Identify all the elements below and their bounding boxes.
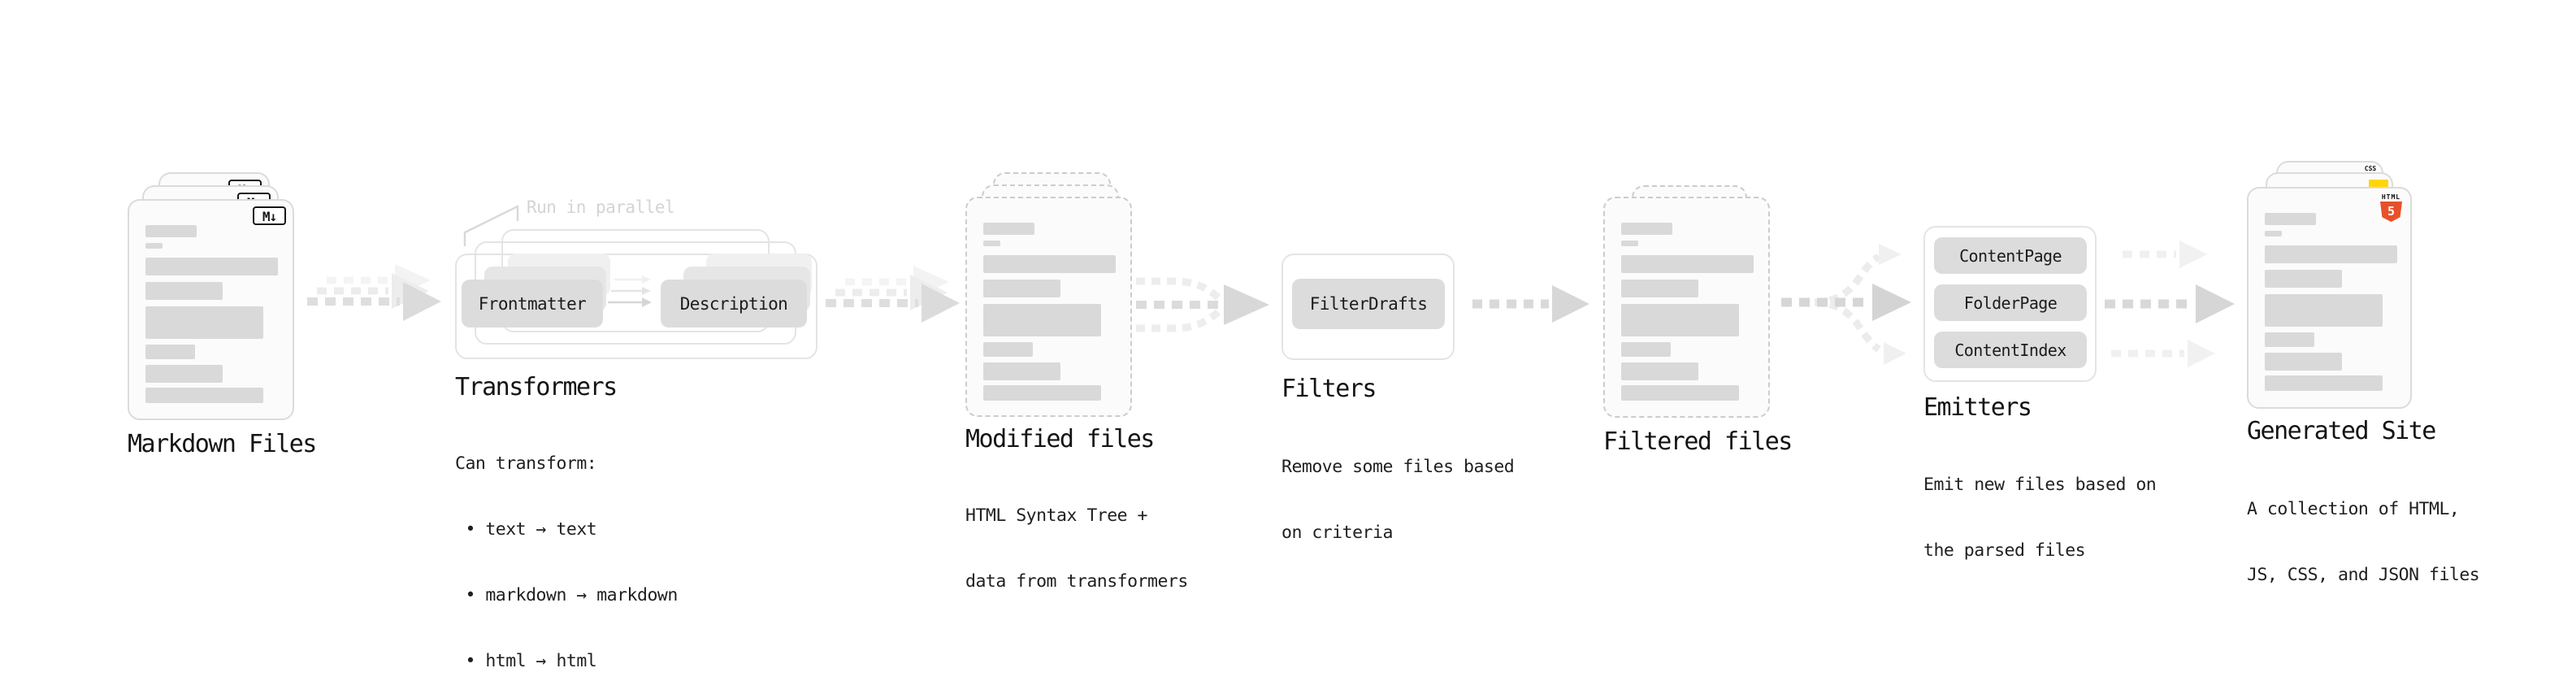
filtered-file-card-front	[1603, 197, 1770, 418]
frontmatter-plugin-chip: Frontmatter	[462, 280, 603, 327]
file-content-placeholder	[1621, 223, 1754, 401]
file-content-placeholder	[145, 225, 278, 403]
filtered-files-title: Filtered files	[1603, 427, 1793, 456]
modified-files-title: Modified files	[965, 425, 1155, 453]
transformers-title: Transformers	[455, 373, 618, 401]
arrow-transformers-to-modified	[826, 266, 960, 323]
run-in-parallel-label: Run in parallel	[527, 197, 675, 217]
run-in-parallel-leader-line	[463, 204, 519, 246]
generated-site-title: Generated Site	[2247, 417, 2436, 445]
contentpage-plugin-chip: ContentPage	[1934, 237, 2087, 274]
file-content-placeholder	[2265, 213, 2397, 391]
folderpage-plugin-chip: FolderPage	[1934, 284, 2087, 321]
markdown-file-card-front: M↓	[128, 199, 294, 420]
filters-title: Filters	[1281, 375, 1377, 403]
emitters-title: Emitters	[1923, 393, 2032, 422]
css-icon: CSS	[2361, 166, 2379, 176]
filters-note: Remove some files based on criteria	[1281, 457, 1515, 543]
arrow-filters-to-filtered	[1472, 285, 1589, 323]
arrow-emitters-to-site	[2105, 241, 2235, 367]
generated-site-note: A collection of HTML, JS, CSS, and JSON …	[2247, 499, 2480, 585]
arrow-filtered-to-emitters-fork	[1781, 244, 1911, 365]
site-file-card-front: HTML 5	[2247, 187, 2412, 409]
emitters-frame	[1923, 226, 2097, 382]
html5-icon: HTML 5	[2380, 193, 2402, 222]
contentindex-plugin-chip: ContentIndex	[1934, 332, 2087, 368]
markdown-icon: M↓	[253, 206, 286, 225]
markdown-files-title: Markdown Files	[128, 430, 317, 458]
arrow-frontmatter-to-description	[608, 275, 652, 307]
modified-files-note: HTML Syntax Tree + data from transformer…	[965, 505, 1188, 592]
modified-file-card-front	[965, 197, 1132, 417]
arrow-modified-to-filters-merge	[1136, 277, 1269, 332]
file-content-placeholder	[983, 223, 1116, 401]
arrow-markdown-to-transformers	[307, 264, 441, 321]
emitters-note: Emit new files based on the parsed files	[1923, 475, 2157, 561]
description-plugin-chip: Description	[661, 280, 807, 327]
filters-frame	[1281, 254, 1455, 360]
transformer-frame-front	[455, 254, 817, 359]
transformers-note: Can transform: • text → text • markdown …	[455, 453, 678, 671]
filterdrafts-plugin-chip: FilterDrafts	[1292, 279, 1445, 329]
